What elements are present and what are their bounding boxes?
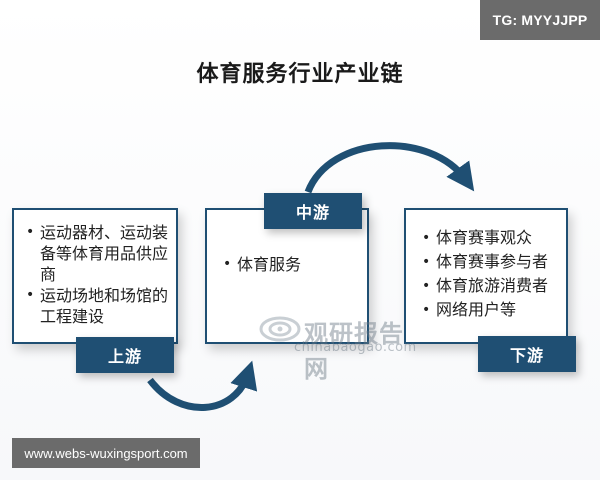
midstream-label: 中游 xyxy=(264,193,362,229)
midstream-list: 体育服务 xyxy=(223,254,363,275)
list-item: 网络用户等 xyxy=(422,298,566,322)
footer-url[interactable]: www.webs-wuxingsport.com xyxy=(12,438,200,468)
list-item: 运动场地和场馆的工程建设 xyxy=(26,285,174,327)
downstream-list: 体育赛事观众 体育赛事参与者 体育旅游消费者 网络用户等 xyxy=(422,226,566,322)
list-item: 体育服务 xyxy=(223,254,363,275)
watermark-logo-icon xyxy=(259,316,301,342)
list-item: 运动器材、运动装备等体育用品供应商 xyxy=(26,222,174,285)
arrow-midstream-to-downstream xyxy=(304,142,475,194)
watermark-url: chinabaogao.com xyxy=(294,340,417,355)
downstream-label: 下游 xyxy=(478,336,576,372)
watermark-name: 观研报告网 xyxy=(304,320,404,383)
list-item: 体育旅游消费者 xyxy=(422,274,566,298)
watermark: 观研报告网 chinabaogao.com xyxy=(258,312,428,383)
upstream-label: 上游 xyxy=(76,337,174,373)
list-item: 体育赛事参与者 xyxy=(422,250,566,274)
diagram-title: 体育服务行业产业链 xyxy=(196,61,404,87)
upstream-box: 运动器材、运动装备等体育用品供应商 运动场地和场馆的工程建设 xyxy=(12,208,178,344)
arrow-upstream-to-midstream xyxy=(147,360,258,412)
downstream-box: 体育赛事观众 体育赛事参与者 体育旅游消费者 网络用户等 xyxy=(404,208,568,344)
list-item: 体育赛事观众 xyxy=(422,226,566,250)
tg-badge: TG: MYYJJPP xyxy=(480,0,600,40)
upstream-list: 运动器材、运动装备等体育用品供应商 运动场地和场馆的工程建设 xyxy=(26,222,174,327)
